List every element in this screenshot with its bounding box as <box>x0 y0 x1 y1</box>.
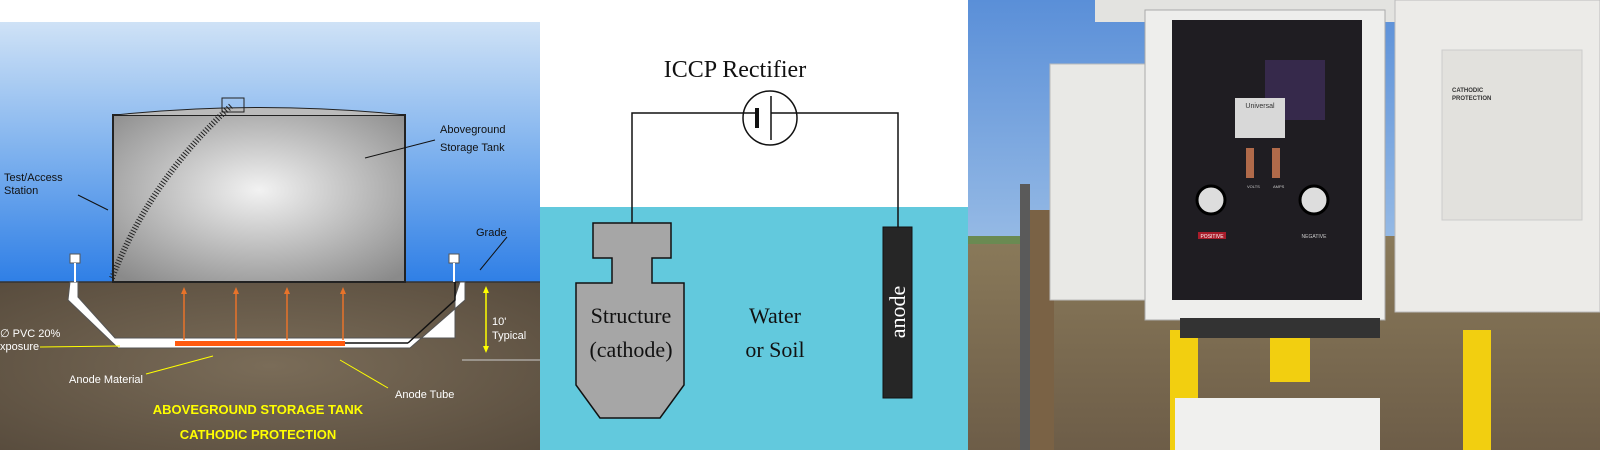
anode <box>882 226 913 399</box>
rectifier-panel <box>1172 20 1362 300</box>
circuit-wire <box>631 112 899 250</box>
tank-label-line2: Storage Tank <box>440 142 505 154</box>
pvc-label-line2: xposure <box>0 341 39 353</box>
post <box>1020 184 1030 450</box>
brand-label: Universal <box>1245 103 1275 110</box>
iccp-schematic: ICCP Rectifier Structure (cathode) Water… <box>540 0 968 450</box>
nameplate <box>1235 98 1285 138</box>
caption-line2: CATHODIC PROTECTION <box>180 427 336 442</box>
depth-label-line2: Typical <box>492 330 526 342</box>
anode-material-label: Anode Material <box>69 374 143 386</box>
tank-platform <box>221 97 245 113</box>
yellow-bollard-right <box>1463 330 1491 450</box>
storage-tank <box>112 114 406 283</box>
medium-label-line1: Water <box>749 303 802 328</box>
tank-label-line1: Aboveground <box>440 124 505 136</box>
test-station-left <box>69 253 81 264</box>
test-station-right <box>448 253 460 264</box>
station-label-line2: Station <box>4 185 38 197</box>
volts-label: VOLTS <box>1247 184 1260 189</box>
door-label-line1: CATHODIC <box>1452 88 1484 94</box>
current-flow-arrows <box>183 292 344 340</box>
rectifier-photo: Universal VOLTS AMPS POSITIVE NEGATIVE C… <box>968 0 1600 450</box>
caption-line1: ABOVEGROUND STORAGE TANK <box>153 402 364 417</box>
rectifier-label: ICCP Rectifier <box>664 57 806 83</box>
positive-terminal-label: POSITIVE <box>1200 234 1224 240</box>
amps-label: AMPS <box>1273 184 1285 189</box>
structure-label-line2: (cathode) <box>589 337 672 362</box>
pvc-label-line1: ∅ PVC 20% <box>0 328 61 340</box>
anode-label: anode <box>885 286 910 339</box>
grade-label: Grade <box>476 227 507 239</box>
medium-label-line2: or Soil <box>745 337 804 362</box>
anode-trench <box>67 281 466 349</box>
volts-meter <box>1195 184 1227 216</box>
structure-label-line1: Structure <box>591 303 672 328</box>
anode-tube-label: Anode Tube <box>395 389 454 401</box>
station-label-line1: Test/Access <box>4 172 63 184</box>
depth-label-line1: 10' <box>492 316 506 328</box>
door-label-line2: PROTECTION <box>1452 96 1491 102</box>
base-box <box>1175 398 1380 450</box>
rectifier-symbol <box>742 90 798 146</box>
tank-cp-diagram: Aboveground Storage Tank Test/Access Sta… <box>0 22 540 450</box>
amps-meter <box>1298 184 1330 216</box>
anode-material-bar <box>175 341 345 346</box>
negative-terminal-label: NEGATIVE <box>1302 234 1328 240</box>
structure-cathode <box>575 222 685 419</box>
